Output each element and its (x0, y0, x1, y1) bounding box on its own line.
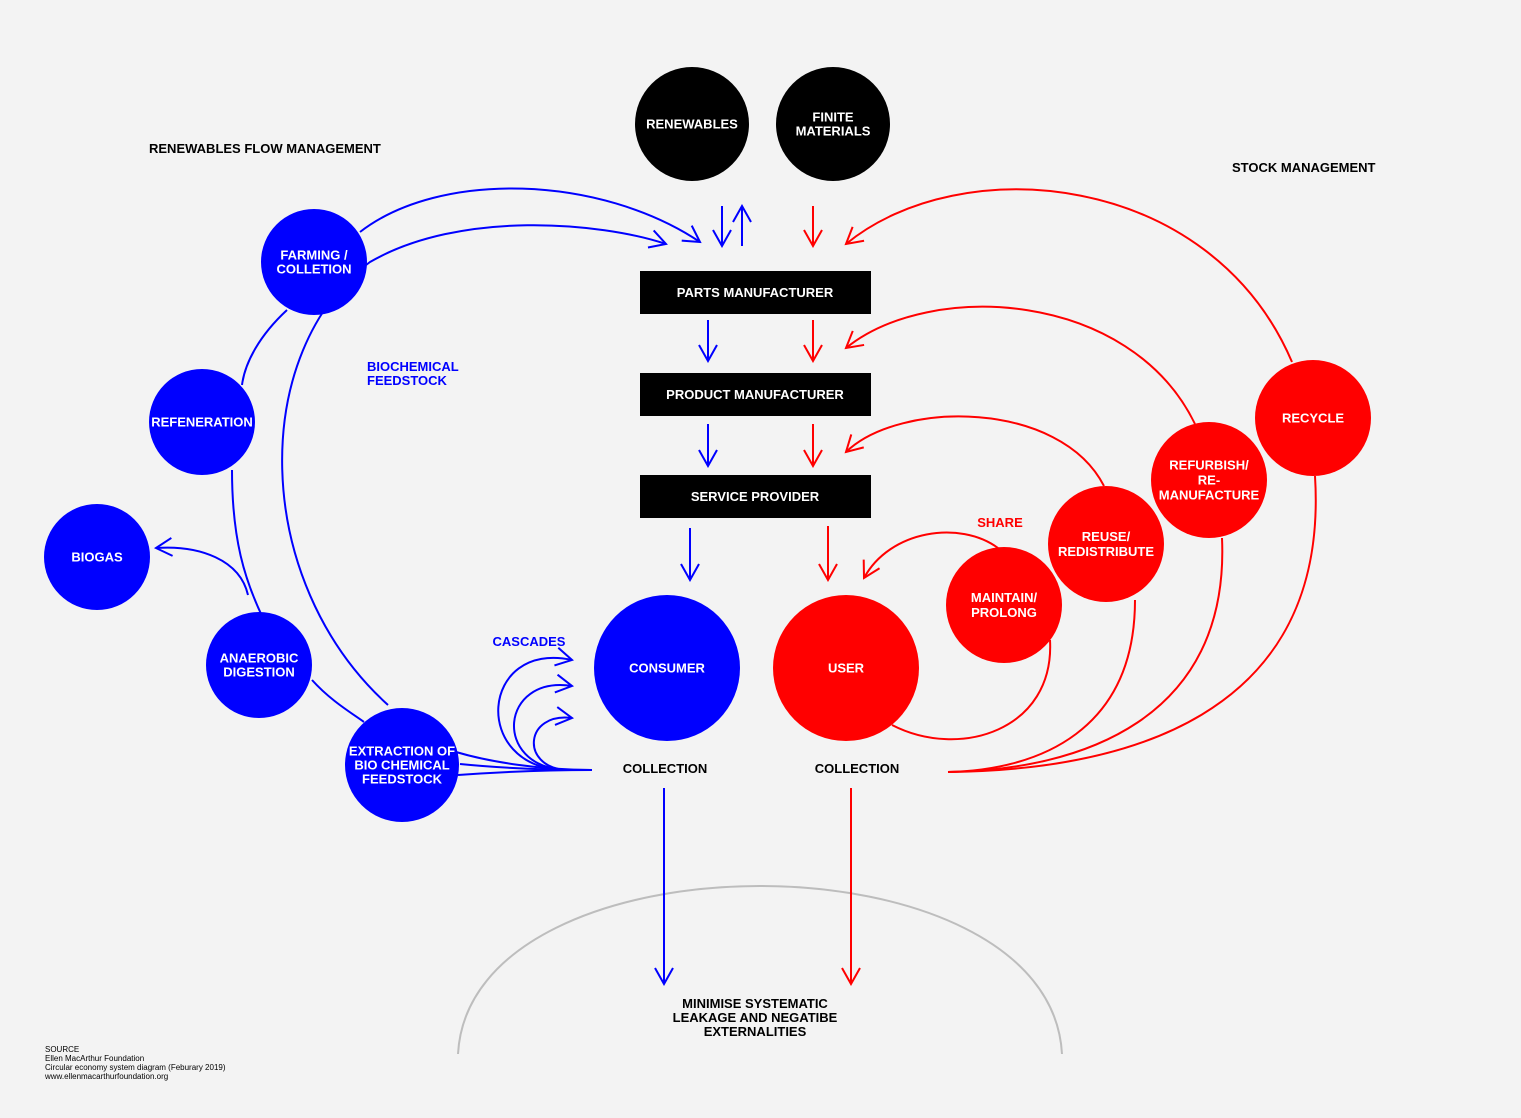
cascade-arrow-3 (532, 718, 572, 771)
share-arrow (864, 531, 999, 578)
maintain-label: MAINTAIN/PROLONG (971, 590, 1038, 620)
refurbish-label-line: RE- (1198, 473, 1220, 488)
biogas-label: BIOGAS (71, 550, 123, 565)
parts-manufacturer-label: PARTS MANUFACTURER (677, 285, 834, 300)
reuse-label-line: REDISTRIBUTE (1058, 544, 1154, 559)
share-label: SHARE (977, 515, 1023, 530)
source-note-line: www.ellenmacarthurfoundation.org (44, 1072, 168, 1081)
recycle-to-parts-arrow (846, 188, 1293, 363)
reuse-label: REUSE/REDISTRIBUTE (1058, 529, 1154, 559)
anaerobic-to-extraction-line (311, 679, 365, 723)
product-manufacturer-box: PRODUCT MANUFACTURER (640, 373, 871, 416)
leakage-label-line: LEAKAGE AND NEGATIBE (673, 1010, 838, 1025)
renewables-label-line: RENEWABLES (646, 117, 738, 132)
source-note-line: Circular economy system diagram (Feburar… (45, 1063, 226, 1072)
renewables-flow-heading: RENEWABLES FLOW MANAGEMENT (149, 141, 381, 156)
biological-cycle-arc-1 (241, 309, 288, 386)
source-note-line: Ellen MacArthur Foundation (45, 1054, 144, 1063)
extraction-label-line: EXTRACTION OF (349, 744, 455, 759)
refurbish-return-line (947, 537, 1224, 773)
recycle-label: RECYCLE (1282, 411, 1344, 426)
cascade-arrow-1 (497, 658, 572, 771)
farming-label-line: COLLETION (276, 262, 351, 277)
extraction-to-collection-line-3 (457, 769, 593, 776)
anaerobic-label-line: DIGESTION (223, 665, 295, 680)
maintain-node: MAINTAIN/PROLONG (946, 547, 1062, 663)
regeneration-node: REFENERATION (149, 369, 255, 475)
parts-manufacturer-box: PARTS MANUFACTURER (640, 271, 871, 314)
regeneration-label: REFENERATION (151, 415, 253, 430)
biogas-node: BIOGAS (44, 504, 150, 610)
extraction-label-line: BIO CHEMICAL (354, 758, 449, 773)
reuse-node: REUSE/REDISTRIBUTE (1048, 486, 1164, 602)
cascade-arrow-2 (513, 685, 572, 771)
regeneration-label-line: REFENERATION (151, 415, 253, 430)
extraction-label-line: FEEDSTOCK (362, 772, 443, 787)
farming-to-parts-arrow (359, 187, 700, 242)
biochemical-label-line: BIOCHEMICAL (367, 359, 459, 374)
leakage-label-line: MINIMISE SYSTEMATIC (682, 996, 828, 1011)
refurbish-label-line: REFURBISH/ (1169, 458, 1249, 473)
refurbish-to-product-arrow (846, 305, 1196, 425)
leakage-dome (457, 885, 1063, 1055)
source-note-line: SOURCE (45, 1045, 79, 1054)
refurbish-label-line: MANUFACTURE (1159, 488, 1260, 503)
finite-materials-label-line: MATERIALS (796, 124, 871, 139)
reuse-return-line (947, 599, 1136, 773)
biogas-arrow (156, 548, 249, 596)
farming-label-line: FARMING / (280, 248, 348, 263)
recycle-node: RECYCLE (1255, 360, 1371, 476)
anaerobic-label-line: ANAEROBIC (220, 651, 299, 666)
reuse-to-service-arrow (846, 415, 1105, 487)
collection-left-label: COLLECTION (623, 761, 708, 776)
cascades-label: CASCADES (493, 634, 566, 649)
refurbish-label: REFURBISH/RE-MANUFACTURE (1159, 458, 1260, 503)
finite-materials-label-line: FINITE (812, 110, 853, 125)
recycle-return-line (947, 475, 1317, 773)
farming-label: FARMING /COLLETION (276, 248, 351, 277)
user-label: USER (828, 661, 865, 676)
leakage-label-line: EXTERNALITIES (704, 1024, 807, 1039)
refurbish-node: REFURBISH/RE-MANUFACTURE (1151, 422, 1267, 538)
user-label-line: USER (828, 661, 865, 676)
biological-cycle-arc-2 (231, 469, 263, 617)
consumer-node: CONSUMER (594, 595, 740, 741)
maintain-label-line: PROLONG (971, 605, 1037, 620)
service-provider-box: SERVICE PROVIDER (640, 475, 871, 518)
collection-right-label: COLLECTION (815, 761, 900, 776)
reuse-label-line: REUSE/ (1082, 529, 1131, 544)
maintain-return-line (891, 639, 1052, 741)
farming-node: FARMING /COLLETION (261, 209, 367, 315)
consumer-label-line: CONSUMER (629, 661, 705, 676)
consumer-label: CONSUMER (629, 661, 705, 676)
extraction-to-collection-line-1 (455, 751, 593, 771)
renewables-node: RENEWABLES (635, 67, 749, 181)
recycle-label-line: RECYCLE (1282, 411, 1344, 426)
biochemical-label-line: FEEDSTOCK (367, 373, 448, 388)
product-manufacturer-label: PRODUCT MANUFACTURER (666, 387, 844, 402)
stock-management-heading: STOCK MANAGEMENT (1232, 160, 1376, 175)
user-node: USER (773, 595, 919, 741)
maintain-label-line: MAINTAIN/ (971, 590, 1038, 605)
service-provider-label: SERVICE PROVIDER (691, 489, 820, 504)
renewables-label: RENEWABLES (646, 117, 738, 132)
biogas-label-line: BIOGAS (71, 550, 123, 565)
